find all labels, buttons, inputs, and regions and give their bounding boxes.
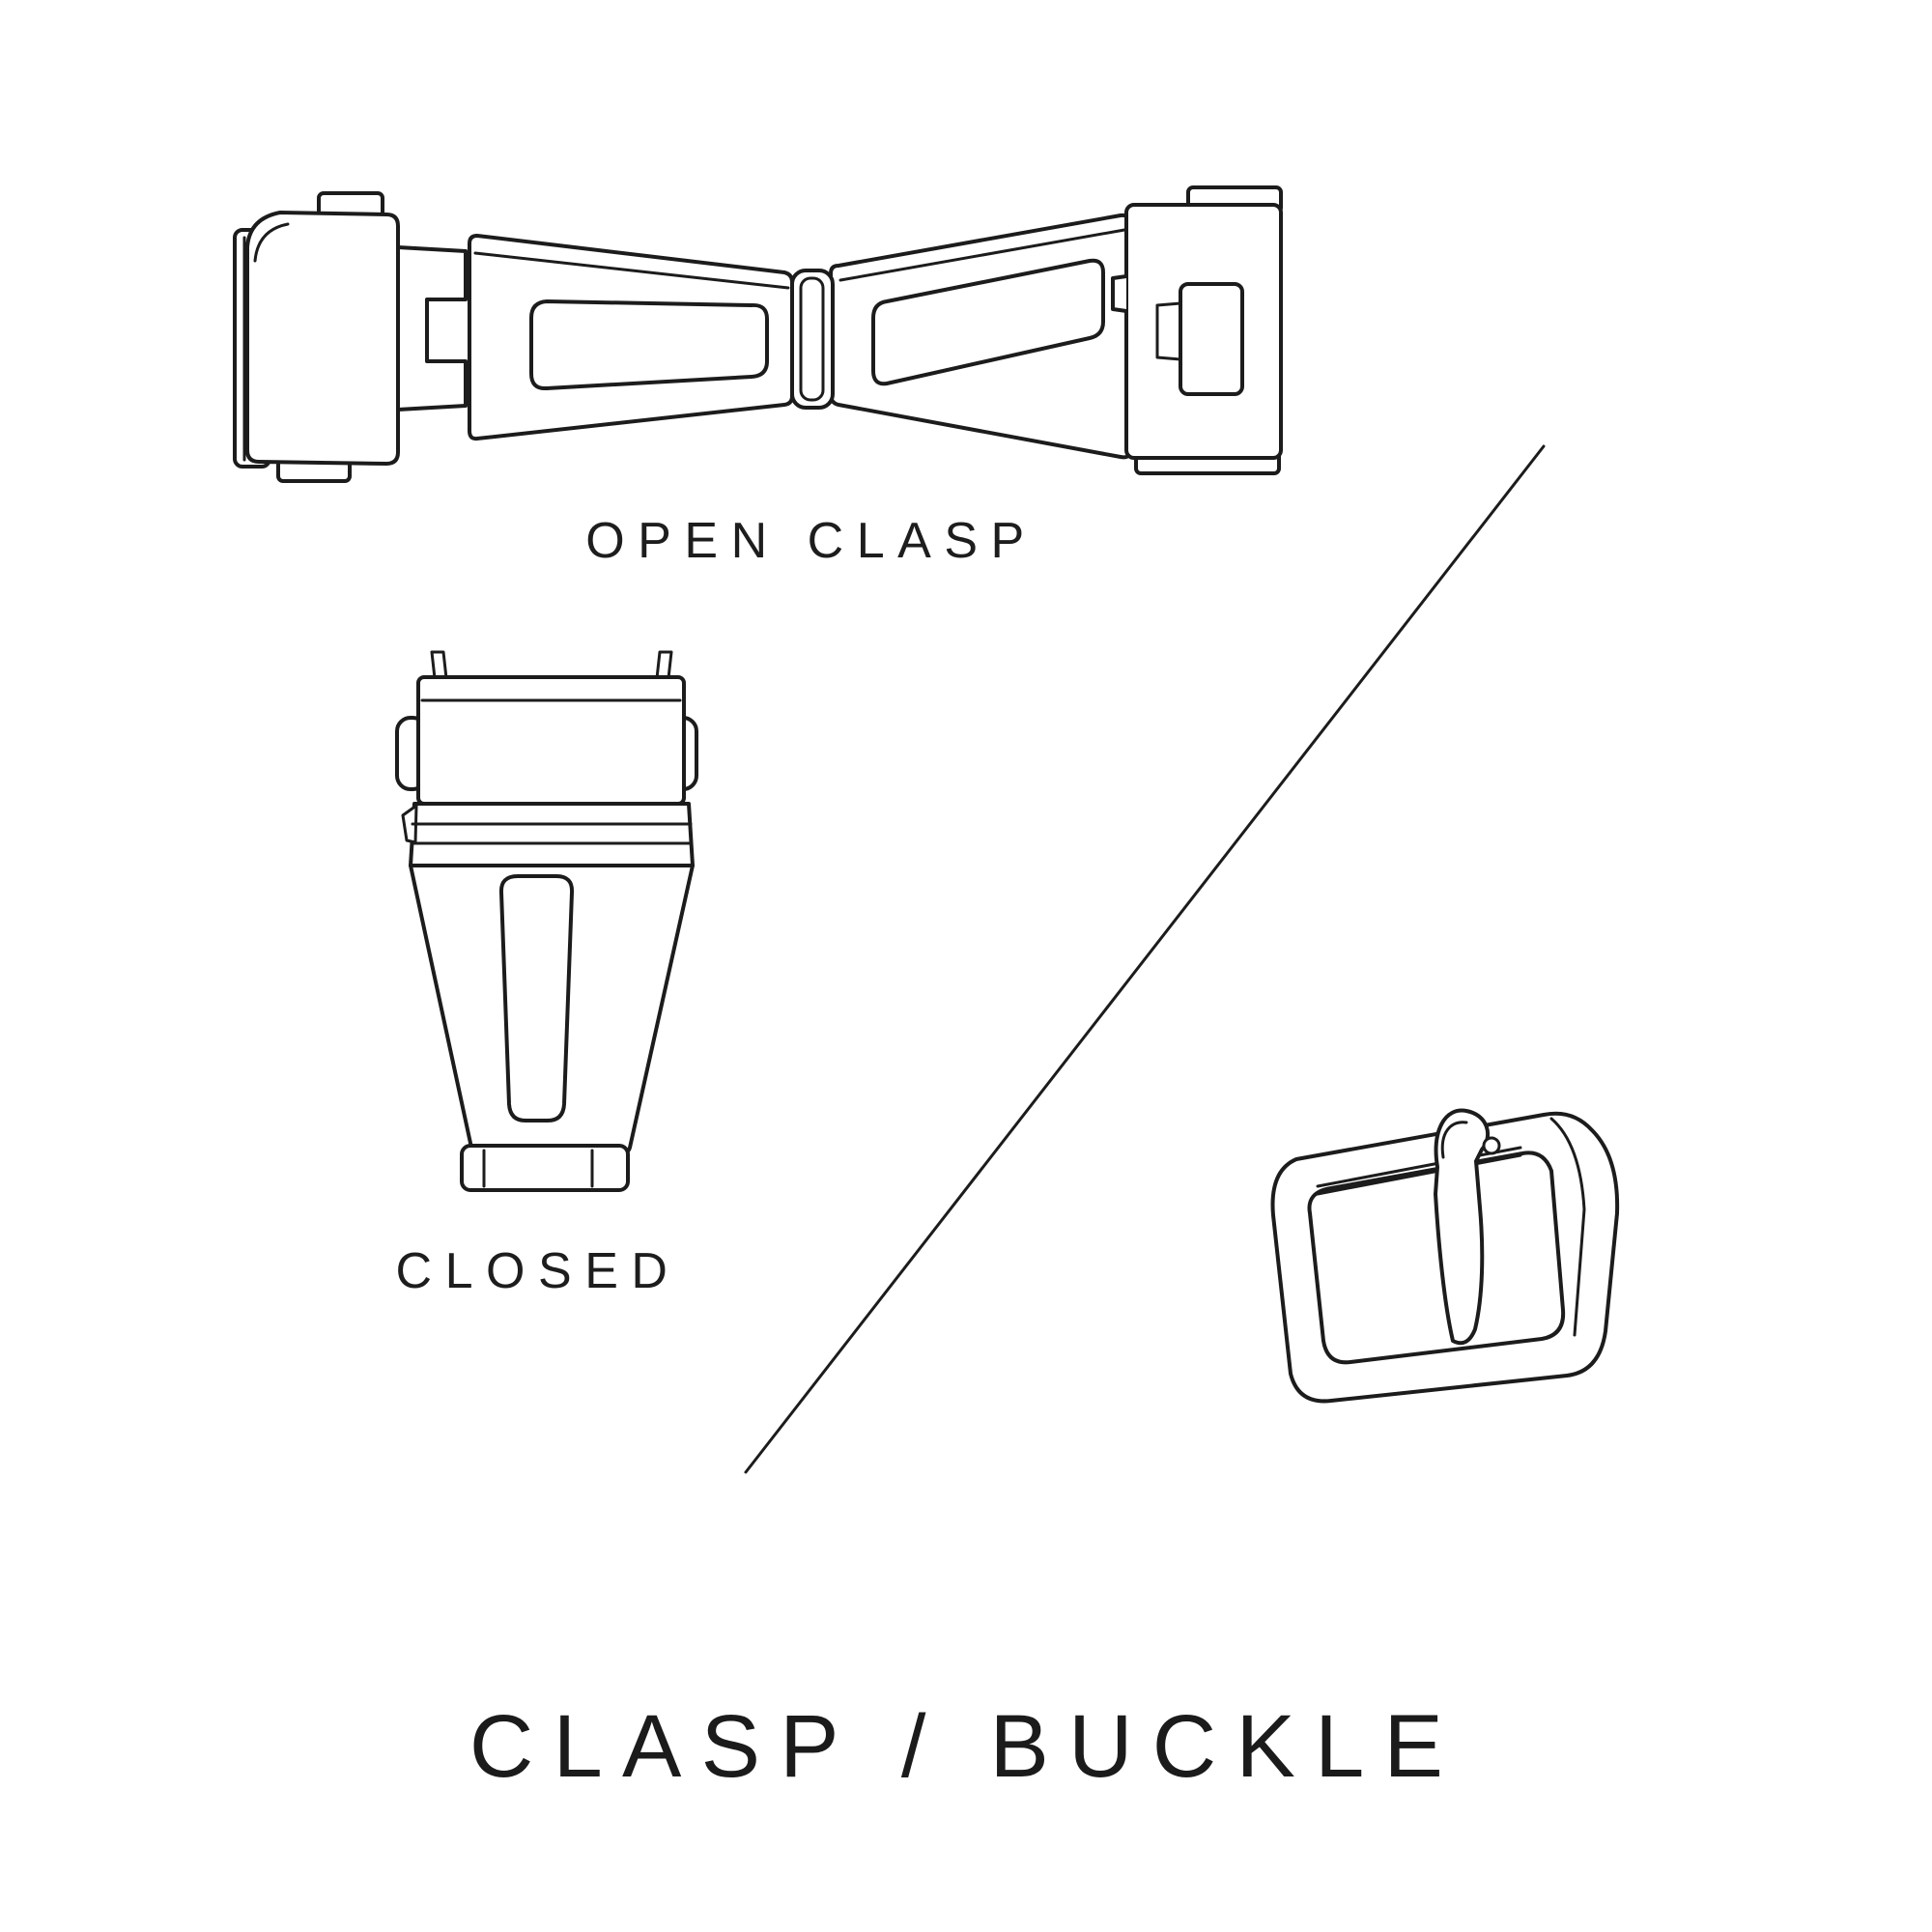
clasp-end-plate xyxy=(1124,203,1283,460)
clasp-top-block xyxy=(416,675,686,806)
right-arm-window xyxy=(871,258,1105,386)
page-title: CLASP / BUCKLE xyxy=(469,1697,1463,1796)
buckle-prong xyxy=(1434,1108,1491,1346)
open-clasp-illustration-icon xyxy=(233,185,1283,483)
closed-clasp-figure xyxy=(382,633,710,1212)
clasp-bottom-bar xyxy=(460,1144,630,1192)
closed-clasp-label: CLOSED xyxy=(395,1243,681,1299)
clasp-band xyxy=(409,802,695,867)
prong-curl-detail xyxy=(1440,1121,1468,1159)
open-clasp-label: OPEN CLASP xyxy=(585,513,1037,569)
tang-buckle-illustration-icon xyxy=(1270,1108,1620,1404)
buckle-band-edge xyxy=(1549,1117,1586,1337)
clasp-body xyxy=(409,864,695,1155)
closed-clasp-illustration-icon xyxy=(395,650,698,1192)
clasp-right-arm xyxy=(829,213,1132,460)
buckle-opening xyxy=(1307,1151,1566,1365)
clasp-notch-bracket xyxy=(396,245,468,412)
clasp-left-arm xyxy=(468,234,794,441)
buckle-figure xyxy=(1236,1090,1642,1428)
buckle-spring-bar xyxy=(1316,1146,1522,1188)
left-arm-window xyxy=(529,299,769,391)
open-clasp-figure xyxy=(213,172,1314,500)
clasp-body-slot xyxy=(498,874,575,1122)
clasp-fold-block xyxy=(245,211,400,466)
bar-pivot-circle xyxy=(1482,1136,1501,1155)
end-plate-cutout xyxy=(1179,282,1244,396)
end-plate-step xyxy=(1111,274,1128,313)
clasp-hinge xyxy=(790,269,835,410)
